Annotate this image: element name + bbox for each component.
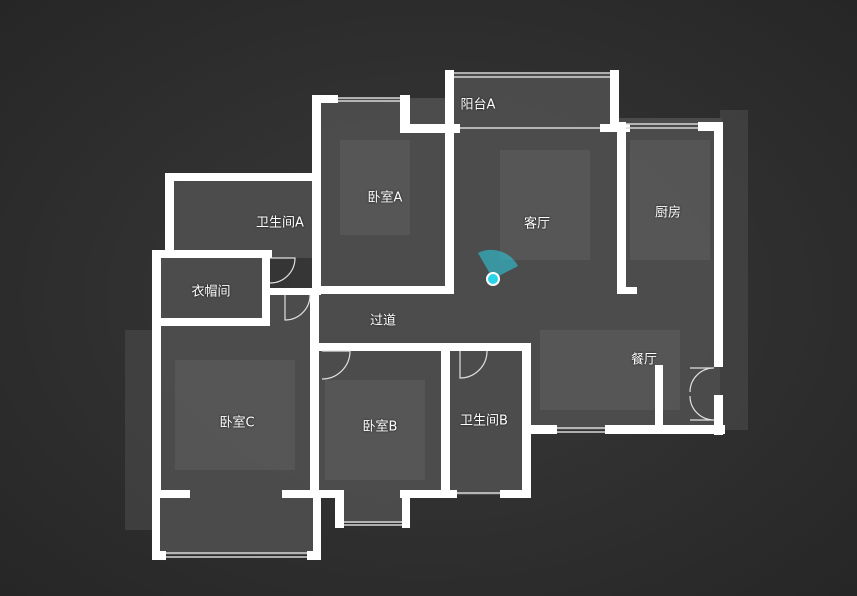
floor-bay-b — [335, 495, 410, 523]
door-bathroom-b — [459, 350, 488, 379]
floor-bathroom-b — [445, 345, 525, 495]
wall-bedroom-c-left — [152, 250, 161, 498]
wall-right-outer — [714, 122, 723, 367]
floor-balcony-a — [450, 74, 615, 130]
wall-dining-stub — [655, 365, 663, 430]
room-label-dining-room[interactable]: 餐厅 — [630, 352, 658, 368]
room-label-living-room[interactable]: 客厅 — [523, 216, 551, 232]
texture-patch-1 — [340, 140, 410, 235]
room-label-bedroom-c[interactable]: 卧室C — [219, 415, 255, 431]
wall-bay-c-left — [152, 495, 160, 560]
floor-living — [452, 128, 622, 293]
wall-cloakroom-bottom — [152, 318, 270, 326]
wall-balcony-left — [445, 70, 454, 132]
wall-living-top-right — [600, 124, 630, 132]
wall-balcony-bottom — [400, 124, 460, 133]
wall-bedroom-c-bottom-right — [282, 490, 322, 498]
floor-bathroom-a — [168, 178, 316, 258]
wall-bedroom-a-top-right — [400, 95, 410, 130]
wall-kitchen-top-right — [698, 122, 723, 131]
room-label-corridor[interactable]: 过道 — [369, 313, 397, 329]
floor-texture — [175, 140, 710, 480]
wall-kitchen-bottom — [617, 287, 637, 294]
room-label-bathroom-b[interactable]: 卫生间B — [460, 413, 508, 429]
wall-bathroom-b-right — [522, 343, 531, 498]
floor-outer-right — [720, 110, 748, 430]
wall-bedroom-b-top — [315, 343, 450, 351]
wall-bedroom-b-bottom-right — [400, 490, 450, 498]
door-bedroom-c — [284, 294, 311, 321]
door-dining-right — [689, 367, 715, 393]
wall-bathroom-a-top — [165, 173, 320, 181]
wall-bedroom-a-bottom — [312, 286, 454, 294]
wall-bay-c-bottom-right — [307, 551, 321, 560]
floor-bedroom-b — [315, 345, 445, 495]
doors — [269, 257, 715, 421]
floor-bay-c — [158, 495, 318, 555]
camera-view-cone — [478, 249, 518, 279]
door-bedroom-b — [321, 350, 351, 380]
wall-bay-c-bottom-left — [152, 551, 166, 560]
texture-patch-3 — [630, 140, 710, 260]
wall-kitchen-left — [617, 122, 626, 294]
wall-bedroom-c-right — [310, 290, 319, 498]
wall-bedroom-b-bottom-left — [315, 490, 343, 498]
room-label-balcony-a[interactable]: 阳台A — [460, 97, 496, 113]
wall-bathroom-b-bottom-left — [445, 490, 457, 498]
wall-bay-b-right — [402, 490, 410, 528]
wall-bay-c-right — [313, 495, 321, 560]
floor-kitchen — [618, 118, 722, 290]
wall-bathroom-b-top — [445, 343, 527, 351]
floor-cloakroom — [160, 255, 265, 323]
texture-patch-4 — [175, 360, 295, 470]
room-label-kitchen[interactable]: 厨房 — [654, 205, 682, 221]
room-label-bedroom-a[interactable]: 卧室A — [367, 190, 403, 206]
texture-patch-5 — [325, 380, 425, 480]
wall-bay-b-left — [335, 490, 344, 528]
camera-dot-inner — [488, 274, 498, 284]
wall-dining-bottom-right — [605, 425, 725, 434]
wall-balcony-right — [610, 70, 619, 132]
door-dining-right-2 — [689, 395, 715, 421]
windows — [166, 72, 698, 558]
wall-bedroom-a-top-left — [312, 95, 338, 103]
room-label-cloakroom[interactable]: 衣帽间 — [191, 284, 231, 300]
wall-cloakroom-right — [262, 250, 270, 325]
wall-bedroom-c-bottom-left — [152, 490, 190, 498]
floor-dining — [525, 290, 720, 430]
wall-bathroom-b-bottom-right — [500, 490, 531, 498]
wall-bedroom-a-right — [445, 124, 454, 294]
wall-bedroom-a-left — [312, 95, 321, 295]
wall-dining-bottom-left — [522, 425, 557, 434]
wall-cloakroom-top — [152, 250, 272, 258]
door-cloakroom — [269, 257, 296, 284]
wall-corridor-left-mid — [268, 288, 318, 295]
texture-patch-2 — [500, 150, 590, 260]
floor-bedroom-c — [158, 320, 313, 495]
wall-bedroom-b-right — [441, 343, 450, 498]
wall-right-lower — [714, 395, 723, 435]
walls — [152, 70, 725, 560]
room-label-bathroom-a[interactable]: 卫生间A — [256, 215, 304, 231]
room-label-bedroom-b[interactable]: 卧室B — [362, 419, 398, 435]
wall-bathroom-a-left — [165, 173, 174, 258]
camera-position-icon[interactable] — [478, 249, 518, 286]
